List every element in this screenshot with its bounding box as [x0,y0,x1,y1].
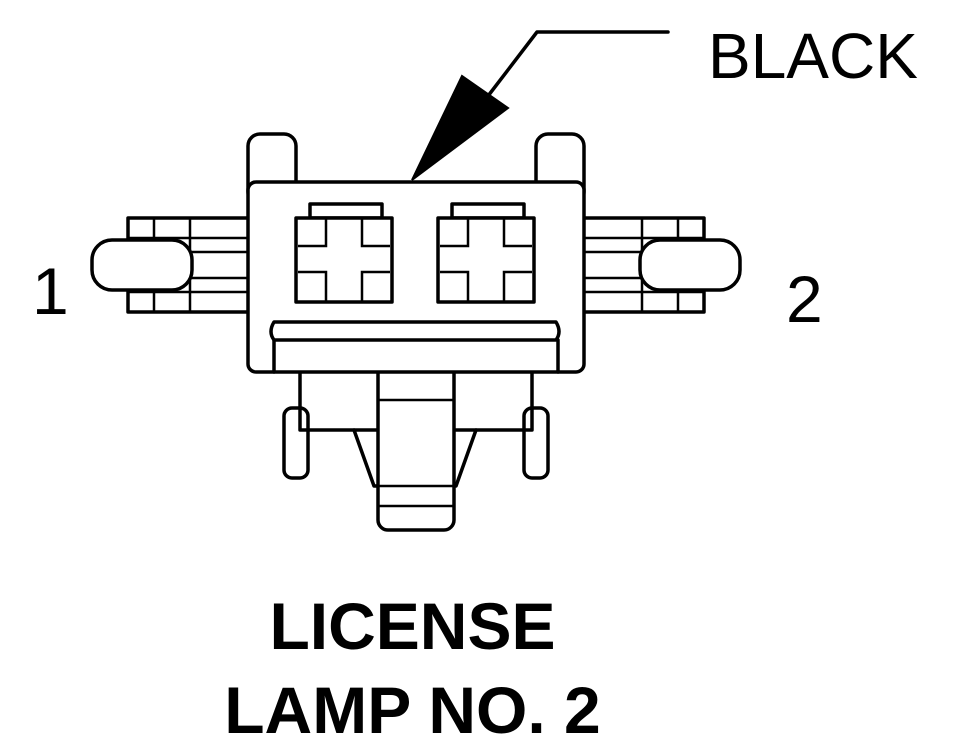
lock-tongue [352,342,478,532]
connector-lower-housing [282,338,550,480]
wire-terminal-left [90,216,254,314]
pin-1-label: 1 [32,254,69,328]
pin-cavity-2 [436,202,536,304]
callout-arrowhead [411,74,510,181]
callout-leader [411,30,670,181]
wire-terminal-right [578,216,742,314]
diagram-title: LICENSE LAMP NO. 2 [0,584,825,752]
pin-2-label: 2 [786,262,823,336]
color-callout-label: BLACK [708,20,918,92]
diagram-title-line-2: LAMP NO. 2 [224,673,601,747]
pin-cavity-1 [294,202,394,304]
diagram-title-line-1: LICENSE [269,589,556,663]
